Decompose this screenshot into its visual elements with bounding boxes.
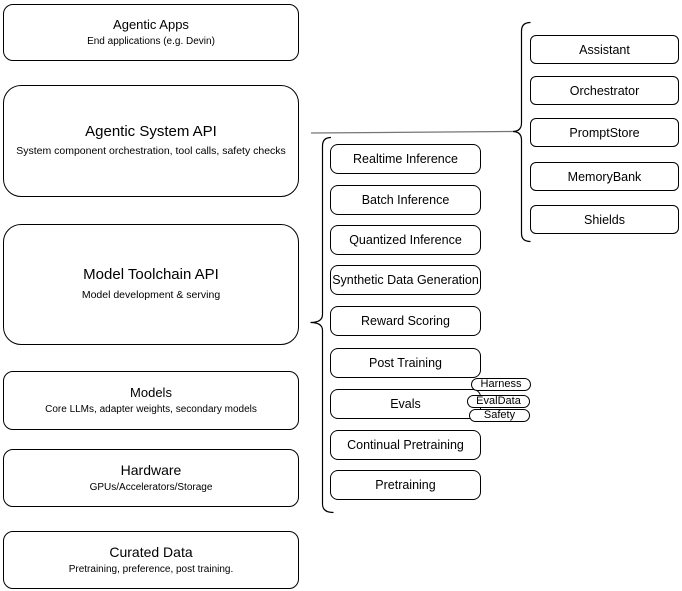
node-agentic-apps: Agentic Apps End applications (e.g. Devi… bbox=[3, 4, 299, 61]
node-model-toolchain-api: Model Toolchain API Model development & … bbox=[3, 224, 299, 345]
node-label: Synthetic Data Generation bbox=[332, 273, 479, 287]
node-orchestrator: Orchestrator bbox=[530, 76, 679, 105]
node-curated-data: Curated Data Pretraining, preference, po… bbox=[3, 531, 299, 589]
node-pretraining: Pretraining bbox=[330, 470, 481, 500]
node-label: Reward Scoring bbox=[361, 314, 450, 328]
node-quantized-inference: Quantized Inference bbox=[330, 225, 481, 255]
node-subtitle: Pretraining, preference, post training. bbox=[68, 564, 234, 576]
pill-safety: Safety bbox=[469, 409, 530, 422]
node-post-training: Post Training bbox=[330, 348, 481, 378]
node-subtitle: End applications (e.g. Devin) bbox=[87, 36, 215, 48]
node-subtitle: Model development & serving bbox=[81, 288, 221, 301]
node-label: Assistant bbox=[579, 42, 630, 57]
node-continual-pretraining: Continual Pretraining bbox=[330, 430, 481, 460]
node-memorybank: MemoryBank bbox=[530, 162, 679, 191]
node-label: Realtime Inference bbox=[353, 152, 458, 166]
node-label: PromptStore bbox=[569, 125, 640, 140]
node-hardware: Hardware GPUs/Accelerators/Storage bbox=[3, 449, 299, 507]
node-subtitle: Core LLMs, adapter weights, secondary mo… bbox=[45, 404, 257, 416]
node-batch-inference: Batch Inference bbox=[330, 185, 481, 215]
node-label: Shields bbox=[584, 212, 625, 227]
node-title: Models bbox=[130, 384, 172, 400]
node-evals: Evals bbox=[330, 389, 481, 419]
node-reward-scoring: Reward Scoring bbox=[330, 306, 481, 336]
pill-label: EvalData bbox=[476, 395, 521, 407]
pill-label: Safety bbox=[483, 409, 516, 421]
node-label: Post Training bbox=[369, 356, 442, 370]
node-label: Continual Pretraining bbox=[347, 438, 464, 452]
node-shields: Shields bbox=[530, 205, 679, 234]
node-subtitle: System component orchestration, tool cal… bbox=[16, 145, 286, 158]
node-title: Curated Data bbox=[109, 543, 193, 560]
node-label: Quantized Inference bbox=[349, 233, 462, 247]
right-column-brace bbox=[512, 21, 531, 243]
node-models: Models Core LLMs, adapter weights, secon… bbox=[3, 371, 299, 430]
node-label: Batch Inference bbox=[361, 193, 450, 207]
node-title: Hardware bbox=[120, 461, 182, 478]
pill-evaldata: EvalData bbox=[467, 395, 530, 408]
node-title: Agentic Apps bbox=[113, 16, 189, 32]
node-title: Model Toolchain API bbox=[83, 266, 219, 284]
node-label: MemoryBank bbox=[567, 169, 642, 184]
node-label: Pretraining bbox=[375, 478, 436, 492]
system-api-connector-line bbox=[310, 130, 513, 134]
node-subtitle: GPUs/Accelerators/Storage bbox=[89, 482, 213, 494]
node-title: Agentic System API bbox=[85, 122, 217, 140]
pill-harness: Harness bbox=[471, 378, 531, 391]
node-label: Orchestrator bbox=[569, 83, 640, 98]
node-realtime-inference: Realtime Inference bbox=[330, 144, 481, 174]
pill-label: Harness bbox=[480, 378, 522, 390]
node-assistant: Assistant bbox=[530, 35, 679, 64]
node-label: Evals bbox=[390, 397, 421, 411]
node-synthetic-data-generation: Synthetic Data Generation bbox=[330, 265, 481, 295]
node-agentic-system-api: Agentic System API System component orch… bbox=[3, 85, 299, 197]
node-promptstore: PromptStore bbox=[530, 118, 679, 147]
